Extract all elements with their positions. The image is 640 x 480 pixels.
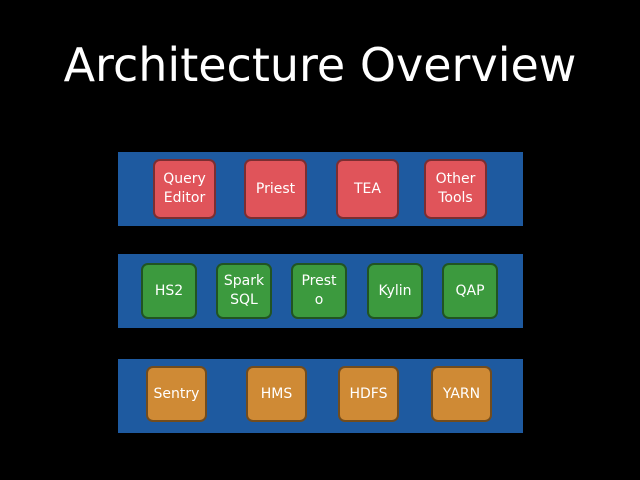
box-spark-sql: Spark SQL [216,263,272,319]
box-other-tools: Other Tools [424,159,487,219]
box-tea: TEA [336,159,399,219]
box-hdfs: HDFS [338,366,399,422]
box-priest: Priest [244,159,307,219]
box-qap: QAP [442,263,498,319]
box-presto: Prest o [291,263,347,319]
slide-title: Architecture Overview [63,38,577,92]
box-yarn: YARN [431,366,492,422]
box-hs2: HS2 [141,263,197,319]
engine-layer: HS2 Spark SQL Prest o Kylin QAP [118,254,523,328]
box-query-editor: Query Editor [153,159,216,219]
box-kylin: Kylin [367,263,423,319]
storage-layer: Sentry HMS HDFS YARN [118,359,523,433]
application-layer: Query Editor Priest TEA Other Tools [118,152,523,226]
box-hms: HMS [246,366,307,422]
box-sentry: Sentry [146,366,207,422]
